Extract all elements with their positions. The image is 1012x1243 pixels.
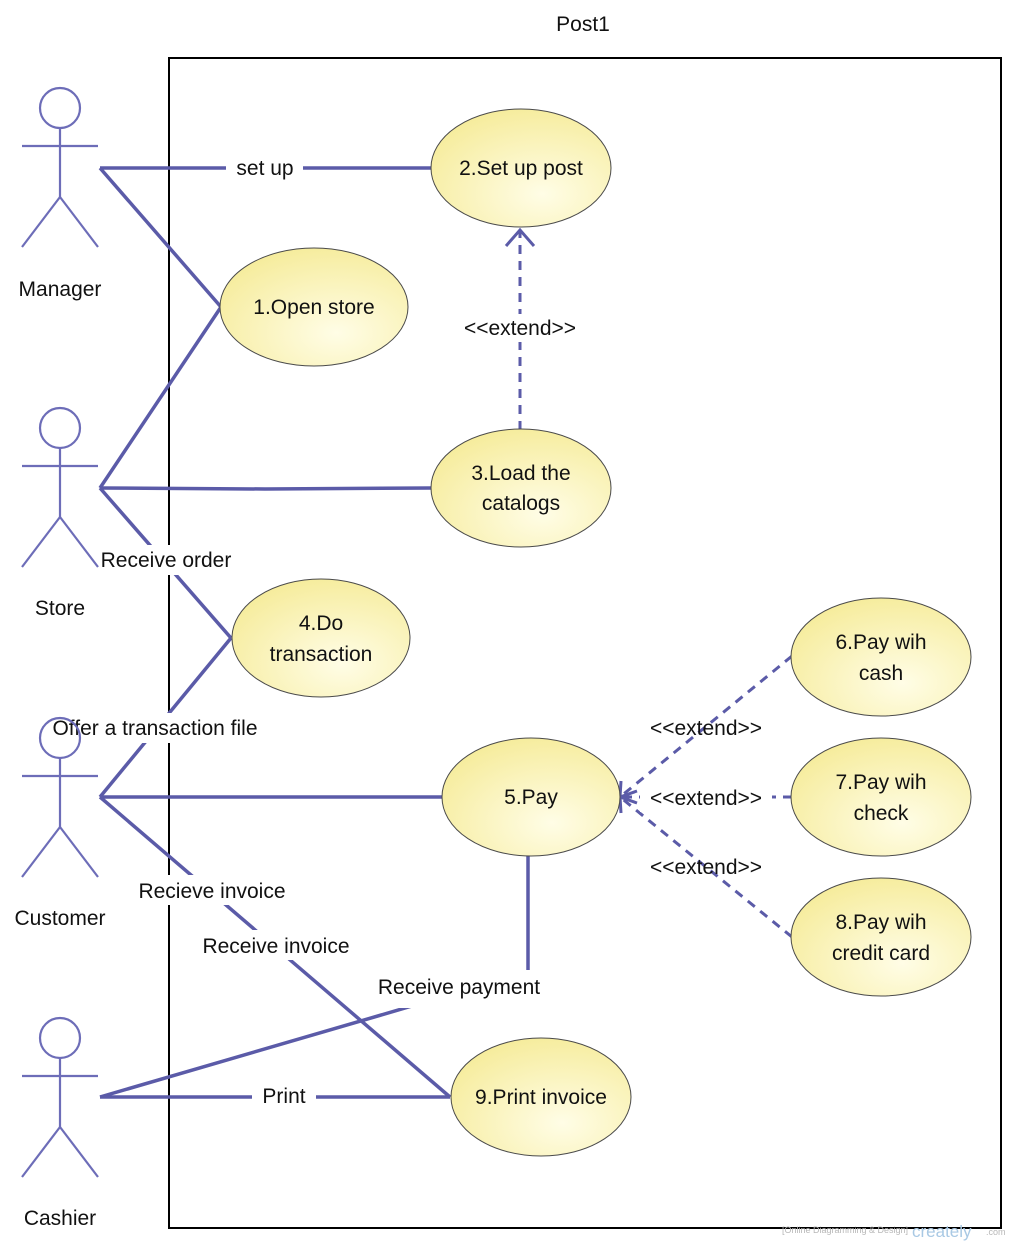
actor-manager[interactable]: Manager <box>19 86 102 301</box>
stick-figure-icon <box>21 406 99 568</box>
usecase-7-label: 7.Pay wih <box>835 771 926 794</box>
usecase-2-set-up-post[interactable] <box>430 108 612 228</box>
usecase-5-label: 5.Pay <box>504 786 558 809</box>
label-recieve-invoice: Recieve invoice <box>138 880 285 903</box>
watermark-tagline: [Online Diagramming & Design] <box>782 1225 908 1235</box>
usecase-5-pay[interactable] <box>441 737 621 857</box>
label-extend-check: <<extend>> <box>650 787 762 810</box>
usecase-3-load-catalogs[interactable] <box>430 428 612 548</box>
actor-cashier[interactable]: Cashier <box>21 1016 99 1230</box>
extend-credit-pay <box>619 795 793 939</box>
usecase-1-open-store[interactable] <box>219 247 409 367</box>
watermark-brand: creately <box>912 1222 972 1241</box>
usecase-4-label: 4.Do <box>299 612 343 635</box>
usecase-7-label-line2: check <box>854 802 909 825</box>
label-extend-cash: <<extend>> <box>650 717 762 740</box>
label-bg-receive-order <box>90 545 244 575</box>
label-extend-credit: <<extend>> <box>650 856 762 879</box>
usecase-2-label: 2.Set up post <box>459 157 583 180</box>
usecase-7-pay-check[interactable] <box>790 737 972 857</box>
usecase-6-pay-cash[interactable] <box>790 597 972 717</box>
actor-store[interactable]: Store <box>21 406 99 620</box>
usecase-8-label-line2: credit card <box>832 942 930 965</box>
usecase-3-label-line2: catalogs <box>482 492 560 515</box>
label-offer-transaction-file-top: Offer a transaction file <box>52 717 257 740</box>
label-set-up: set up <box>236 157 293 180</box>
line-store-openstore <box>98 306 223 489</box>
actor-cashier-label: Cashier <box>24 1207 96 1230</box>
actor-customer[interactable]: Customer <box>14 716 106 930</box>
system-boundary <box>168 57 1002 1229</box>
watermark: [Online Diagramming & Design] creately .… <box>782 1222 1006 1241</box>
arrowhead-setup <box>504 227 536 247</box>
label-receive-order: Receive order <box>101 549 232 572</box>
label-bg-offer <box>34 713 278 743</box>
actor-manager-label: Manager <box>19 278 102 301</box>
usecase-4-do-transaction[interactable] <box>231 578 411 698</box>
label-bg-setup <box>226 151 303 183</box>
use-cases: 1.Open store 2.Set up post 3.Load the ca… <box>219 108 972 1157</box>
usecase-9-label: 9.Print invoice <box>475 1086 607 1109</box>
label-bg-extend-2 <box>640 784 772 812</box>
label-bg-receive-payment <box>362 970 556 1008</box>
usecase-6-label-line2: cash <box>859 662 903 685</box>
watermark-suffix: .com <box>986 1227 1006 1237</box>
label-offer-transaction-file: Offer a transaction file <box>52 717 257 740</box>
usecase-4-label-line2: transaction <box>270 643 373 666</box>
label-print: Print <box>262 1085 305 1108</box>
label-bg-receive-invoice <box>188 930 364 960</box>
label-extend-setup: <<extend>> <box>464 317 576 340</box>
usecase-6-label: 6.Pay wih <box>835 631 926 654</box>
diagram-title: Post1 <box>556 13 610 36</box>
stick-figure-icon <box>21 86 99 248</box>
usecase-9-print-invoice[interactable] <box>450 1037 632 1157</box>
label-bg-extend-1 <box>452 314 588 342</box>
stick-figure-icon <box>21 1016 99 1178</box>
label-receive-invoice: Receive invoice <box>202 935 349 958</box>
line-store-loadcatalogs <box>99 486 432 491</box>
stick-figure-icon <box>21 716 99 878</box>
label-bg-print <box>252 1081 316 1111</box>
extend-cash-pay <box>619 654 793 799</box>
actor-store-label: Store <box>35 597 85 620</box>
actor-customer-label: Customer <box>14 907 105 930</box>
usecase-1-label: 1.Open store <box>253 296 374 319</box>
label-receive-payment: Receive payment <box>378 976 540 999</box>
usecase-8-pay-credit[interactable] <box>790 877 972 997</box>
usecase-8-label: 8.Pay wih <box>835 911 926 934</box>
label-bg-recieve-invoice <box>125 875 300 905</box>
line-manager-openstore <box>98 166 223 309</box>
usecase-3-label: 3.Load the <box>471 462 570 485</box>
